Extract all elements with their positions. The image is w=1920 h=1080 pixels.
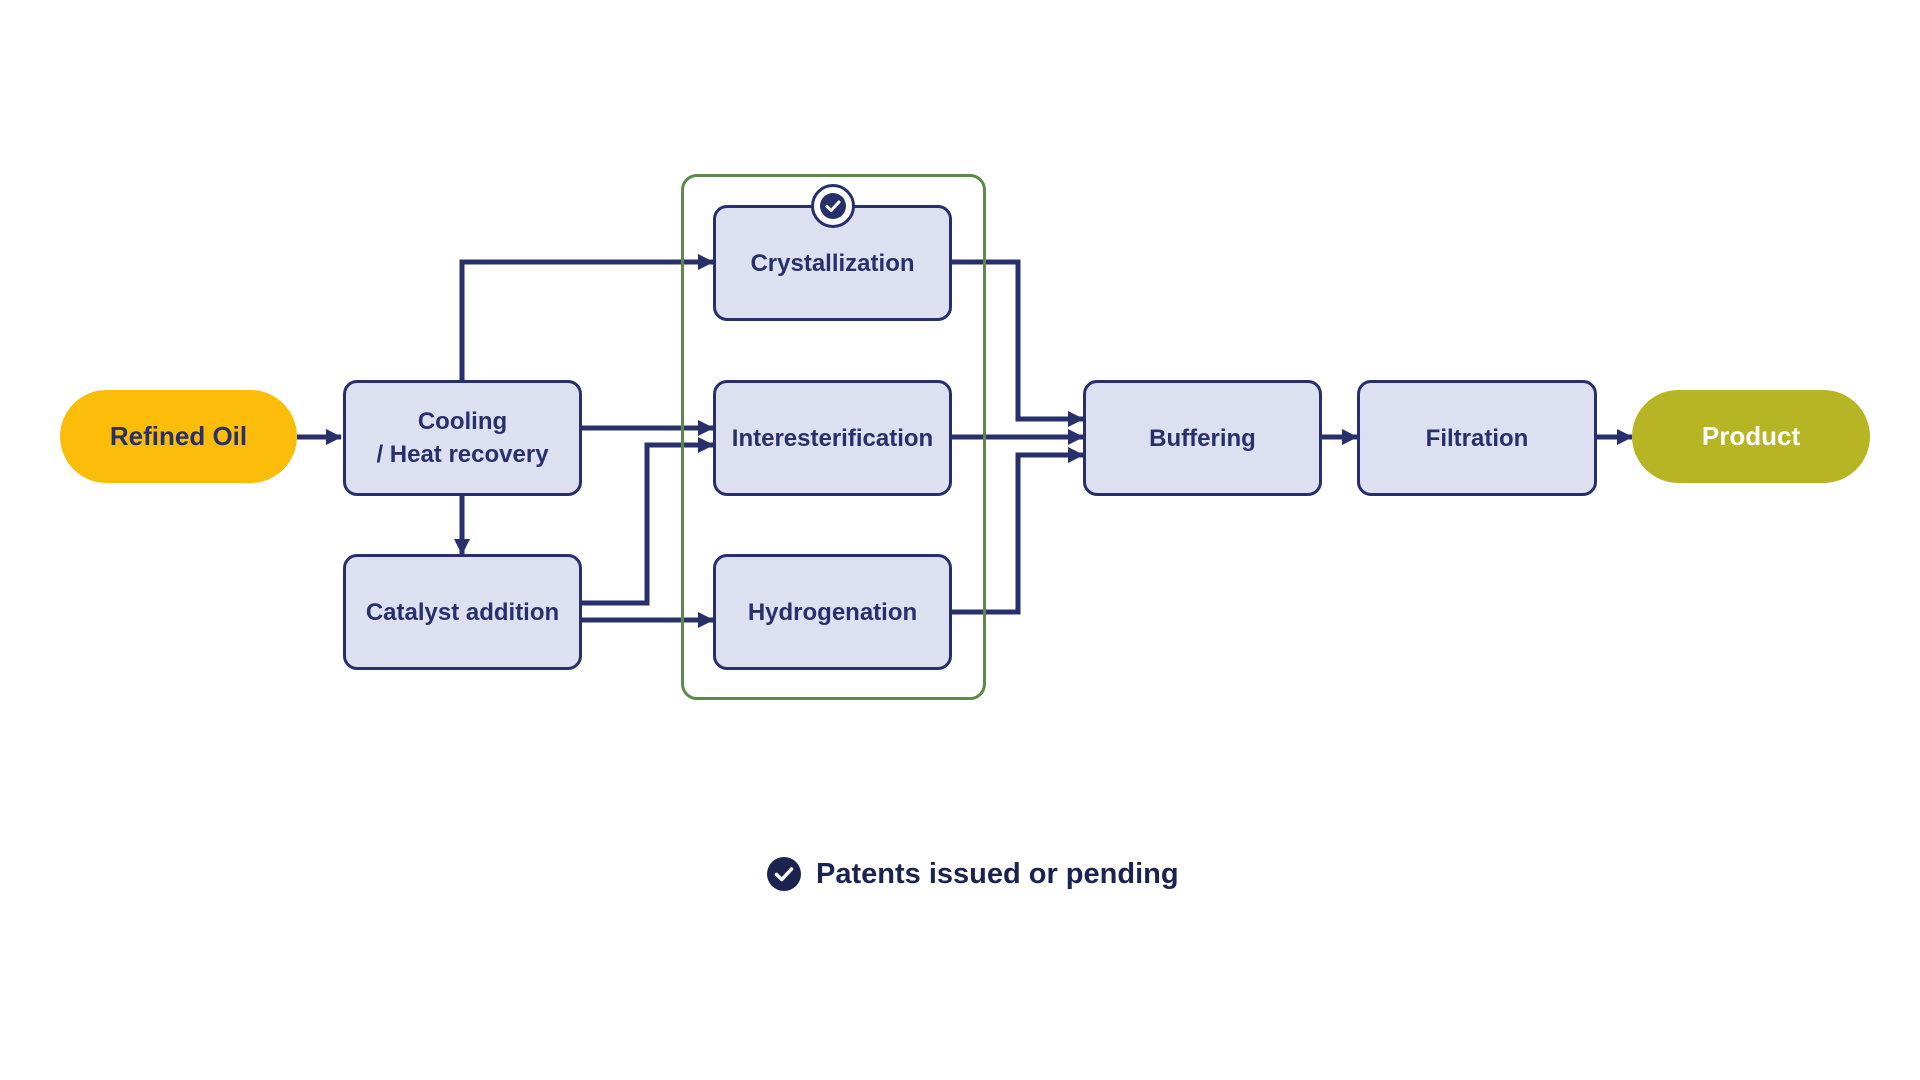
legend: Patents issued or pending [766, 852, 1179, 896]
legend-label: Patents issued or pending [816, 857, 1179, 890]
patented-process-group [681, 174, 986, 700]
filtration-label: Filtration [1425, 424, 1529, 452]
interesterification-label: Interesterification [731, 424, 934, 452]
product-node: Product [1632, 390, 1870, 483]
crystallization-label: Crystallization [750, 249, 915, 277]
patent-check-badge-icon [767, 857, 801, 891]
arrow-cooling-to-crystallization [459, 254, 714, 381]
refined-oil-label: Refined Oil [109, 421, 248, 451]
filtration-node: Filtration [1357, 380, 1597, 496]
refined-oil-node: Refined Oil [60, 390, 297, 483]
hydrogenation-label: Hydrogenation [747, 598, 918, 626]
patent-badge [811, 184, 855, 228]
buffering-node: Buffering [1083, 380, 1322, 496]
arrow-catalyst-to-interesterification [582, 437, 714, 606]
cooling-label: Cooling [417, 408, 508, 435]
product-label: Product [1701, 421, 1801, 451]
catalyst-addition-label: Catalyst addition [365, 598, 560, 626]
cooling-heat-recovery-node: Cooling / Heat recovery [343, 380, 582, 496]
buffering-label: Buffering [1149, 424, 1256, 452]
hydrogenation-node: Hydrogenation [713, 554, 952, 670]
catalyst-addition-node: Catalyst addition [343, 554, 582, 670]
interesterification-node: Interesterification [713, 380, 952, 496]
heat-recovery-label: / Heat recovery [376, 441, 549, 468]
patent-check-badge-icon [820, 193, 846, 219]
